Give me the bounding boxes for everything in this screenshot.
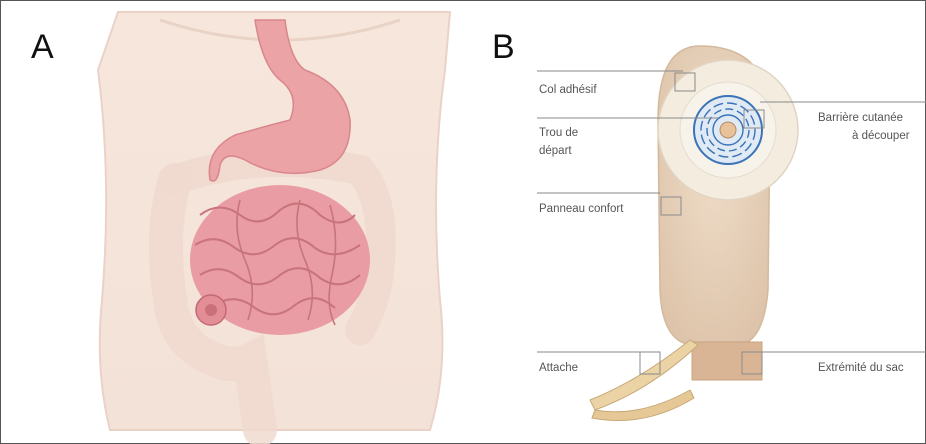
label-barriere-2: à découper (852, 128, 910, 144)
label-panneau-confort: Panneau confort (539, 201, 623, 217)
label-trou-de-depart-2: départ (539, 143, 572, 159)
label-col-adhesif: Col adhésif (539, 82, 597, 98)
stoma (196, 295, 226, 325)
label-extremite: Extrémité du sac (818, 360, 904, 376)
label-trou-de-depart-1: Trou de (539, 125, 578, 141)
skin-barrier (694, 96, 762, 164)
panel-a-letter: A (31, 28, 54, 67)
panel-b-letter: B (492, 28, 515, 67)
label-attache: Attache (539, 360, 578, 376)
label-barriere-1: Barrière cutanée (818, 110, 903, 126)
